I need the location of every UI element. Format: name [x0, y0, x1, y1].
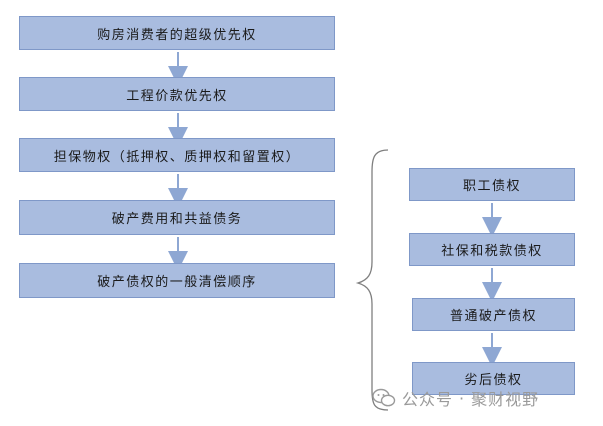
flow-box-social-security-tax-claims: 社保和税款债权	[409, 233, 575, 266]
flow-box-general-repayment-order: 破产债权的一般清偿顺序	[19, 263, 335, 298]
flow-box-bankruptcy-expenses: 破产费用和共益债务	[19, 200, 335, 235]
flow-box-ordinary-claims: 普通破产债权	[412, 298, 575, 331]
flow-box-employee-claims: 职工债权	[409, 168, 575, 201]
watermark: 公众号 · 聚财视野	[372, 386, 539, 410]
flow-box-security-rights: 担保物权（抵押权、质押权和留置权）	[19, 138, 335, 172]
right-brace	[355, 149, 389, 411]
watermark-name: 聚财视野	[471, 390, 540, 409]
wechat-icon	[372, 388, 396, 407]
flow-box-subordinated-claims: 劣后债权	[412, 362, 575, 395]
flow-box-homebuyer-super-priority: 购房消费者的超级优先权	[19, 16, 335, 50]
watermark-prefix: 公众号	[402, 390, 454, 409]
flow-box-construction-payment-priority: 工程价款优先权	[19, 77, 335, 111]
watermark-separator: ·	[459, 388, 466, 408]
